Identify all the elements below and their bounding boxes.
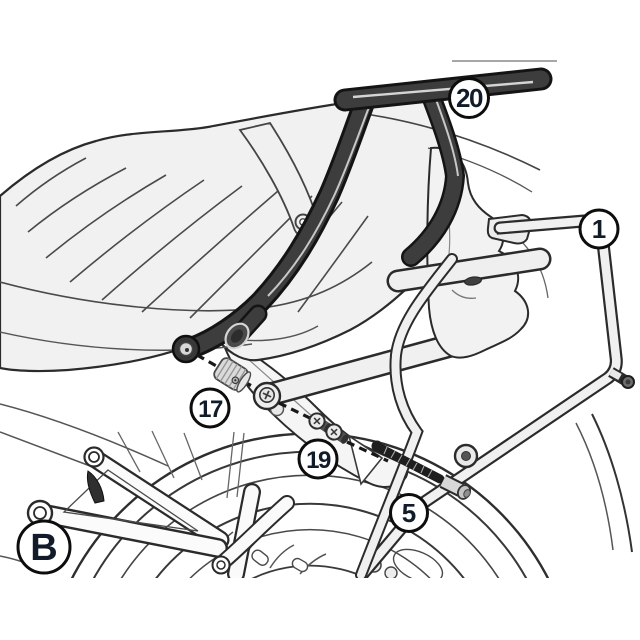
callout-B-label: B <box>30 527 57 569</box>
callout-5: 5 <box>389 493 429 533</box>
footpeg-bracket <box>26 446 295 583</box>
spacer-part <box>213 357 252 393</box>
rack-tube-open-end <box>224 322 250 350</box>
callout-19: 19 <box>297 438 339 480</box>
seat-hook <box>86 470 105 504</box>
shoulder-screws <box>308 412 349 444</box>
callout-17: 17 <box>189 387 231 429</box>
callout-17-label: 17 <box>198 396 223 423</box>
callout-20-label: 20 <box>456 83 483 113</box>
top-rack <box>171 67 553 364</box>
callout-5-label: 5 <box>402 498 416 528</box>
subframe-lower-arm <box>252 331 472 417</box>
callout-19-label: 19 <box>306 447 331 474</box>
callout-1-label: 1 <box>592 214 606 244</box>
callout-20: 20 <box>448 77 490 119</box>
swingarm-edge <box>591 413 633 553</box>
panel-notch <box>347 434 384 486</box>
crop-mask <box>0 578 640 640</box>
bolt-part <box>371 440 472 500</box>
callout-B: B <box>16 519 72 575</box>
callout-1: 1 <box>578 208 620 250</box>
arm-slot <box>464 276 482 286</box>
